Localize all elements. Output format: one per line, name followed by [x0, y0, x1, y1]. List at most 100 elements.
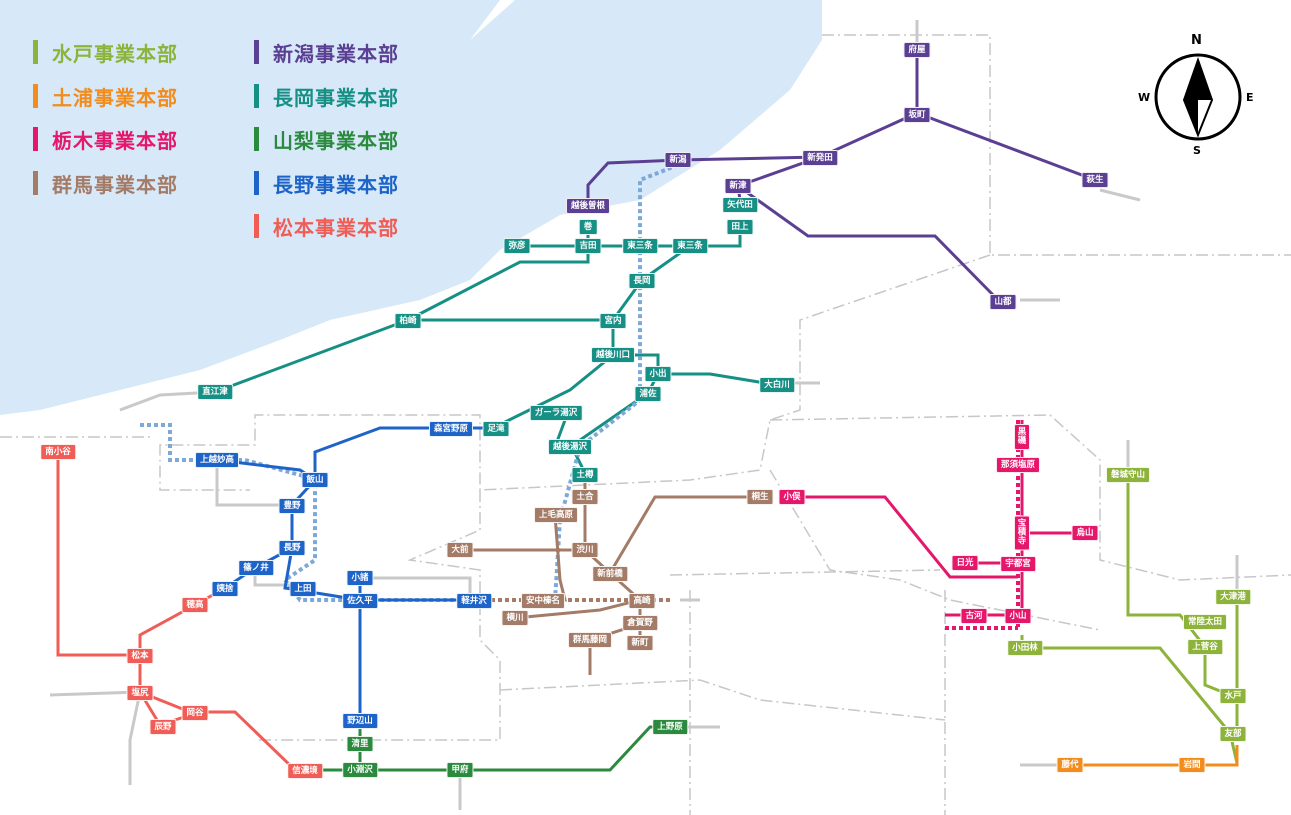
- station-kuragano[interactable]: 倉賀野: [622, 615, 658, 631]
- station-omae[interactable]: 大前: [446, 542, 474, 558]
- legend-swatch: [33, 40, 38, 64]
- station-yamato[interactable]: 山都: [989, 294, 1017, 310]
- station-morimiyanohara[interactable]: 森宮野原: [428, 421, 474, 437]
- tsuchiura-lines: [1062, 745, 1239, 767]
- station-yashiroda[interactable]: 矢代田: [722, 197, 758, 213]
- legend-item-gunma: 群馬事業本部: [33, 170, 178, 197]
- station-tsuchiai[interactable]: 土合: [571, 489, 599, 505]
- station-sakamachi[interactable]: 坂町: [903, 107, 931, 123]
- station-iiyama[interactable]: 飯山: [301, 472, 329, 488]
- station-tagami[interactable]: 田上: [726, 219, 754, 235]
- station-miyauchi[interactable]: 宮内: [599, 313, 627, 329]
- station-nagaoka[interactable]: 長岡: [628, 273, 656, 289]
- station-echigoyuzawa[interactable]: 越後湯沢: [547, 439, 593, 455]
- station-iwakimoriyama[interactable]: 磐城守山: [1105, 467, 1151, 483]
- tochigi-lines: [790, 420, 1085, 617]
- station-kashiwazaki[interactable]: 柏崎: [394, 313, 422, 329]
- station-shinmachi[interactable]: 新町: [626, 635, 654, 651]
- station-shibata[interactable]: 新発田: [802, 150, 838, 166]
- station-oshirakawa[interactable]: 大白川: [759, 377, 795, 393]
- station-urasa[interactable]: 浦佐: [634, 386, 662, 402]
- station-yokokawa[interactable]: 横川: [501, 610, 529, 626]
- station-shinmaebashi[interactable]: 新前橋: [592, 566, 628, 582]
- station-tatsuno[interactable]: 辰野: [149, 719, 177, 735]
- station-shibukawa[interactable]: 渋川: [571, 542, 599, 558]
- station-minamiotari[interactable]: 南小谷: [40, 444, 76, 460]
- station-maki[interactable]: 巻: [578, 219, 598, 235]
- station-niigata[interactable]: 新潟: [664, 152, 692, 168]
- station-jouetsumyoko[interactable]: 上越妙高: [194, 452, 240, 468]
- legend-swatch: [254, 214, 259, 238]
- station-koide[interactable]: 小出: [644, 366, 672, 382]
- station-echigokawaguchi[interactable]: 越後川口: [590, 347, 636, 363]
- station-nobeyama[interactable]: 野辺山: [342, 713, 378, 729]
- station-obasute[interactable]: 姨捨: [211, 581, 239, 597]
- legend-label: 松本事業本部: [273, 215, 399, 240]
- station-annakaharuna[interactable]: 安中榛名: [520, 593, 566, 609]
- legend-swatch: [33, 127, 38, 151]
- station-okaya[interactable]: 岡谷: [181, 705, 209, 721]
- station-fuya[interactable]: 府屋: [903, 42, 931, 58]
- compass: [1154, 53, 1242, 141]
- station-komoro[interactable]: 小諸: [346, 570, 374, 586]
- legend-swatch: [33, 84, 38, 108]
- station-kamimokogen[interactable]: 上毛高原: [533, 507, 579, 523]
- station-nasushiobara[interactable]: 那須塩原: [995, 457, 1041, 473]
- station-doai[interactable]: 土樽: [571, 467, 599, 483]
- station-yahiko[interactable]: 弥彦: [503, 238, 531, 254]
- legend-swatch: [254, 40, 259, 64]
- station-karasuyama[interactable]: 烏山: [1071, 525, 1099, 541]
- station-echigosone[interactable]: 越後曽根: [565, 198, 611, 214]
- legend-swatch: [33, 171, 38, 195]
- station-oyama[interactable]: 小山: [1004, 608, 1032, 624]
- station-kobuchizawa[interactable]: 小淵沢: [342, 762, 378, 778]
- legend-item-mito: 水戸事業本部: [33, 39, 178, 66]
- station-hoshakuji[interactable]: 宝積寺: [1014, 515, 1030, 551]
- station-shinanosakai[interactable]: 信濃境: [287, 763, 323, 779]
- station-higashisanjo[interactable]: 東三条: [672, 238, 708, 254]
- station-iwama[interactable]: 岩間: [1178, 757, 1206, 773]
- station-gunmafujioka[interactable]: 群馬藤岡: [567, 632, 613, 648]
- station-hotaka[interactable]: 穂高: [181, 597, 209, 613]
- station-mito[interactable]: 水戸: [1219, 688, 1247, 704]
- compass-east-label: E: [1246, 91, 1254, 104]
- station-kofu[interactable]: 甲府: [446, 762, 474, 778]
- station-niitsu[interactable]: 新津: [724, 178, 752, 194]
- legend-item-tsuchiura: 土浦事業本部: [33, 83, 178, 110]
- station-higashisanjo-1[interactable]: 東三条: [622, 238, 658, 254]
- station-otsuko[interactable]: 大津港: [1215, 589, 1251, 605]
- station-nagano[interactable]: 長野: [278, 540, 306, 556]
- station-galayuzawa[interactable]: ガーラ湯沢: [529, 405, 583, 421]
- station-kamisugaya[interactable]: 上菅谷: [1187, 639, 1223, 655]
- station-shinonoi[interactable]: 篠ノ井: [238, 560, 274, 576]
- station-kiyosato[interactable]: 清里: [346, 736, 374, 752]
- station-matsumoto[interactable]: 松本: [126, 648, 154, 664]
- legend-label: 群馬事業本部: [52, 172, 178, 197]
- legend-label: 長岡事業本部: [273, 85, 399, 110]
- station-kuroiso[interactable]: 黒磯: [1014, 424, 1030, 450]
- station-karuizawa[interactable]: 軽井沢: [456, 593, 492, 609]
- legend-item-nagaoka: 長岡事業本部: [254, 83, 399, 110]
- station-hagyu[interactable]: 萩生: [1081, 172, 1109, 188]
- station-toyono[interactable]: 豊野: [278, 498, 306, 514]
- station-oyamarin[interactable]: 小田林: [1007, 640, 1043, 656]
- station-nikko[interactable]: 日光: [951, 555, 979, 571]
- station-koga[interactable]: 古河: [960, 608, 988, 624]
- station-tomobe[interactable]: 友部: [1219, 726, 1247, 742]
- station-uenohara[interactable]: 上野原: [652, 719, 688, 735]
- station-omata[interactable]: 小俣: [778, 489, 806, 505]
- station-fujishiro[interactable]: 藤代: [1056, 757, 1084, 773]
- station-naoetsu[interactable]: 直江津: [197, 384, 233, 400]
- station-takasaki[interactable]: 高崎: [628, 593, 656, 609]
- station-ashitaki[interactable]: 足滝: [482, 421, 510, 437]
- station-hitachiota[interactable]: 常陸太田: [1182, 614, 1228, 630]
- station-utsunomiya[interactable]: 宇都宮: [1000, 556, 1036, 572]
- station-ueda[interactable]: 上田: [289, 581, 317, 597]
- legend-label: 新潟事業本部: [273, 41, 399, 66]
- station-shiojiri[interactable]: 塩尻: [126, 685, 154, 701]
- station-sakudaira[interactable]: 佐久平: [342, 593, 378, 609]
- compass-west-label: W: [1138, 91, 1151, 104]
- station-kiryu[interactable]: 桐生: [746, 489, 774, 505]
- station-yoshida[interactable]: 吉田: [574, 238, 602, 254]
